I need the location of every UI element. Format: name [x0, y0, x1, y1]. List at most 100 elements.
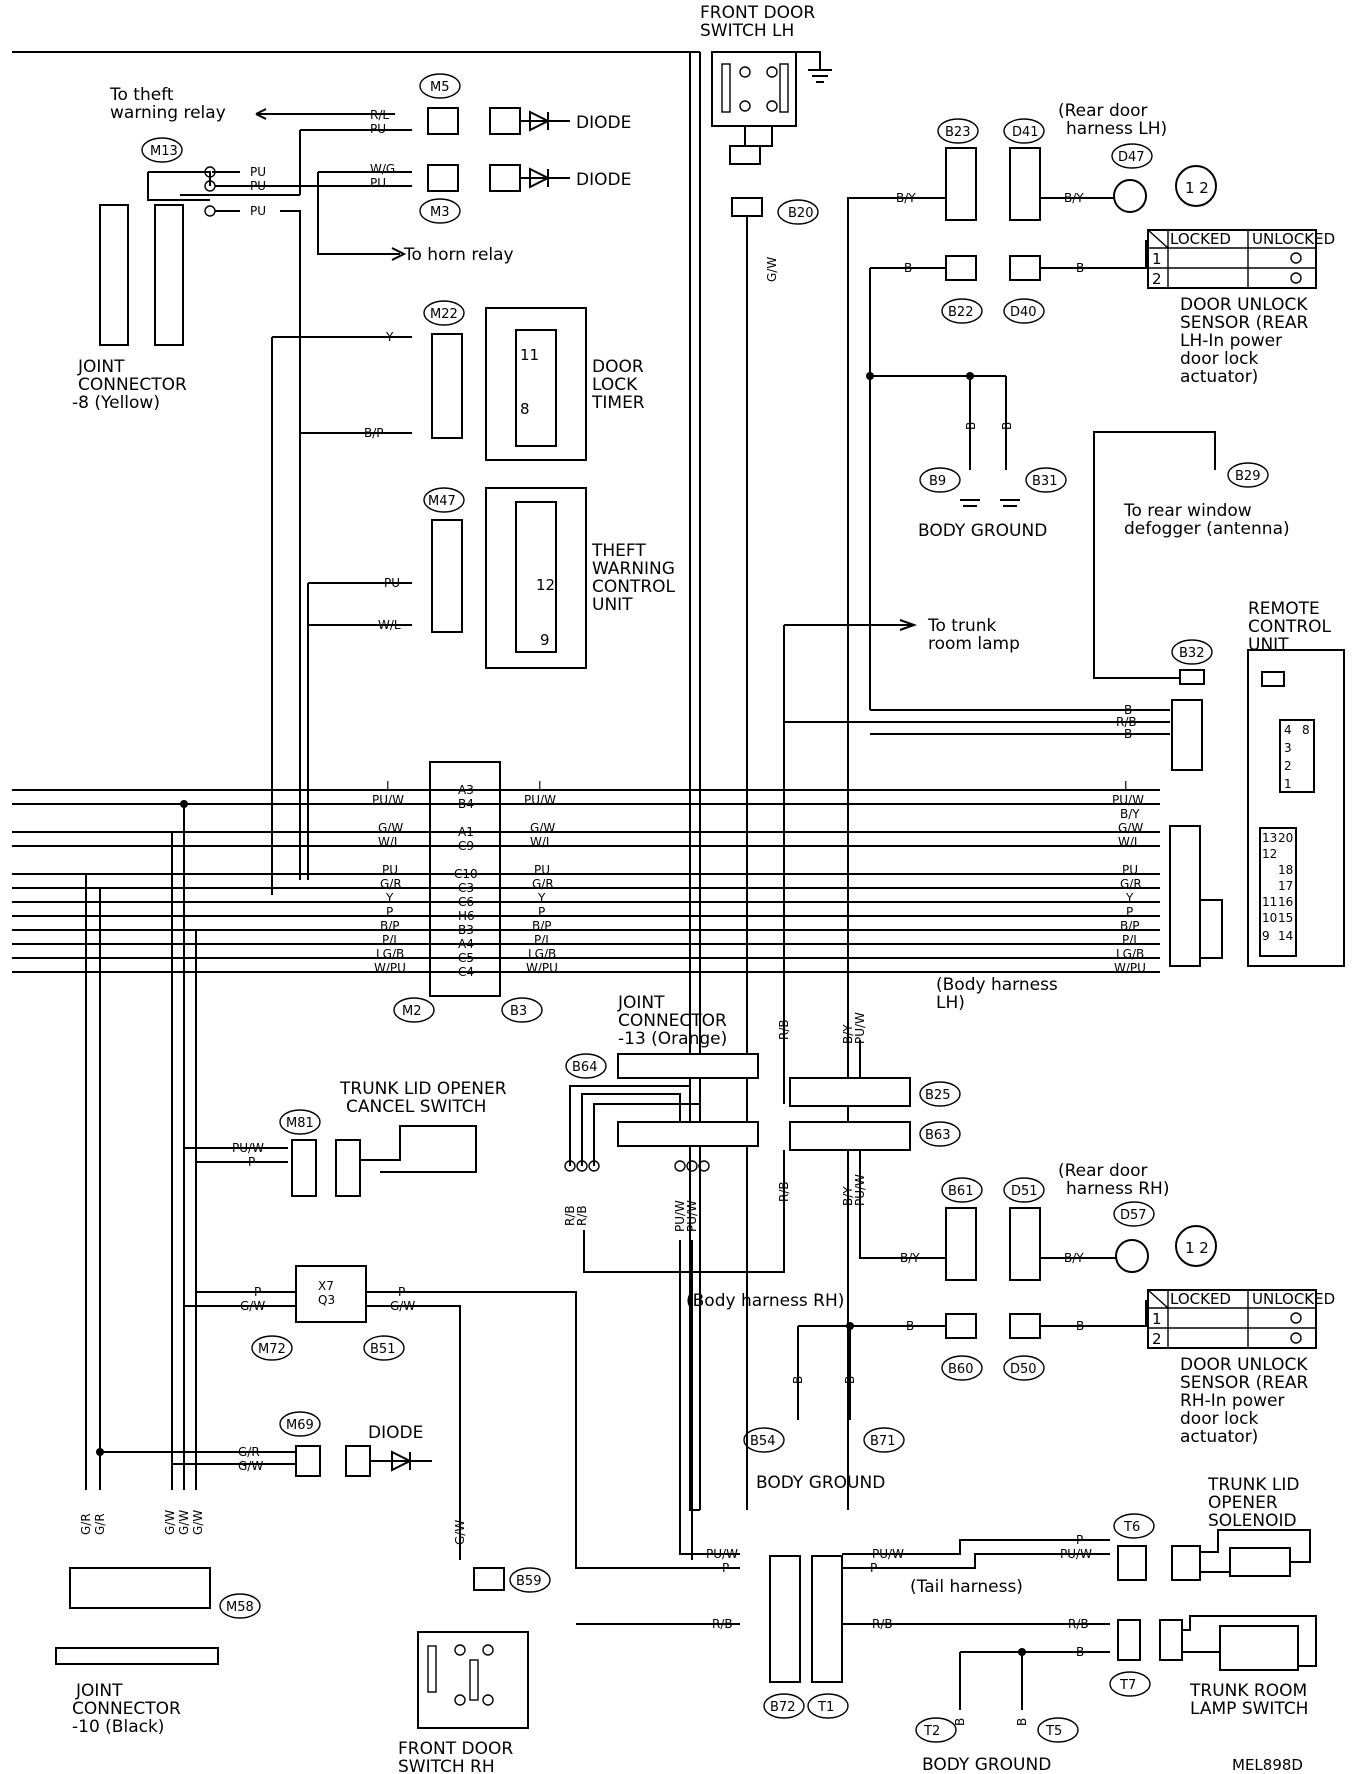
svg-text:13: 13	[1262, 831, 1277, 845]
svg-text:C3: C3	[458, 881, 474, 895]
svg-text:W/L: W/L	[378, 835, 401, 849]
svg-text:PU/W: PU/W	[524, 793, 556, 807]
svg-text:2: 2	[1152, 270, 1162, 288]
svg-text:R/B: R/B	[575, 1205, 589, 1226]
svg-text:C10: C10	[454, 867, 478, 881]
tag-b29: B29	[1235, 469, 1260, 484]
svg-text:14: 14	[1278, 929, 1293, 943]
svg-text:UNIT: UNIT	[592, 595, 633, 615]
joint-connector-8	[99, 204, 129, 346]
svg-text:17: 17	[1278, 879, 1293, 893]
svg-text:PU/W: PU/W	[1112, 793, 1144, 807]
svg-text:X7: X7	[318, 1279, 334, 1293]
tag-m22: M22	[430, 307, 458, 322]
harness-bus	[12, 789, 1160, 973]
svg-text:H6: H6	[458, 909, 475, 923]
tag-t5: T5	[1045, 1724, 1062, 1739]
tag-b22: B22	[948, 305, 973, 320]
svg-text:LOCKED: LOCKED	[1170, 230, 1231, 248]
svg-text:CONTROL: CONTROL	[1248, 617, 1332, 637]
door-lock-timer-label: DOOR	[592, 357, 644, 377]
front-door-switch-lh: FRONT DOOR SWITCH LH	[700, 3, 832, 1510]
tag-d47: D47	[1118, 150, 1145, 165]
svg-text:C9: C9	[458, 839, 474, 853]
svg-text:B/Y: B/Y	[1064, 191, 1084, 205]
tag-t1: T1	[817, 1700, 834, 1715]
svg-text:PU: PU	[370, 176, 386, 190]
svg-text:16: 16	[1278, 895, 1293, 909]
svg-text:PU/W: PU/W	[853, 1012, 867, 1044]
tag-m13: M13	[150, 144, 178, 159]
svg-text:W/PU: W/PU	[1114, 961, 1146, 975]
svg-text:P/L: P/L	[1122, 933, 1140, 947]
svg-text:G/R: G/R	[79, 1513, 93, 1535]
tag-t6: T6	[1123, 1520, 1140, 1535]
svg-text:18: 18	[1278, 863, 1293, 877]
tag-b3: B3	[510, 1004, 527, 1019]
svg-text:actuator): actuator)	[1180, 1427, 1258, 1447]
svg-text:PU/W: PU/W	[1060, 1547, 1092, 1561]
svg-text:P: P	[386, 905, 393, 919]
svg-text:PU: PU	[370, 122, 386, 136]
svg-text:UNLOCKED: UNLOCKED	[1252, 1290, 1335, 1308]
svg-text:R/B: R/B	[1068, 1617, 1089, 1631]
svg-text:W/PU: W/PU	[374, 961, 406, 975]
svg-text:1: 1	[1152, 1310, 1162, 1328]
svg-text:PU/W: PU/W	[232, 1141, 264, 1155]
svg-text:LOCK: LOCK	[592, 375, 638, 395]
tag-d41: D41	[1012, 125, 1039, 140]
svg-text:A4: A4	[458, 937, 474, 951]
svg-text:CANCEL SWITCH: CANCEL SWITCH	[346, 1097, 486, 1117]
svg-text:2: 2	[1152, 1330, 1162, 1348]
svg-text:WARNING: WARNING	[592, 559, 675, 579]
svg-text:PU: PU	[382, 863, 398, 877]
diode-label-m69: DIODE	[368, 1423, 423, 1443]
svg-text:G/W: G/W	[530, 821, 555, 835]
svg-text:B: B	[1015, 1718, 1029, 1726]
joint-connector-10	[55, 1647, 219, 1665]
diagram-code: MEL898D	[1232, 1756, 1303, 1774]
connector-b72	[769, 1555, 801, 1683]
connector-d50	[1009, 1313, 1041, 1339]
svg-text:L: L	[1124, 779, 1131, 793]
svg-text:R/B: R/B	[777, 1019, 791, 1040]
svg-text:G/W: G/W	[177, 1510, 191, 1535]
svg-text:P: P	[1126, 905, 1133, 919]
svg-text:12: 12	[1262, 847, 1277, 861]
svg-text:B: B	[904, 261, 912, 275]
svg-text:harness LH): harness LH)	[1066, 119, 1167, 139]
connector-d51	[1009, 1207, 1041, 1281]
tag-b71: B71	[870, 1434, 895, 1449]
tag-b61: B61	[948, 1184, 973, 1199]
theft-unit-label: THEFT	[591, 541, 646, 561]
svg-text:1 2: 1 2	[1185, 179, 1209, 197]
trunk-room-lamp-switch	[1219, 1625, 1299, 1671]
tag-m47: M47	[428, 494, 456, 509]
svg-text:B/Y: B/Y	[1120, 807, 1140, 821]
svg-text:9: 9	[540, 631, 550, 649]
svg-text:P/L: P/L	[534, 933, 552, 947]
svg-text:P: P	[1076, 1533, 1083, 1547]
svg-text:L: L	[386, 779, 393, 793]
tag-b23: B23	[945, 125, 970, 140]
svg-text:B/Y: B/Y	[1064, 1251, 1084, 1265]
svg-text:harness RH): harness RH)	[1066, 1179, 1169, 1199]
svg-text:B: B	[906, 1319, 914, 1333]
svg-text:20: 20	[1278, 831, 1293, 845]
svg-text:PU/W: PU/W	[706, 1547, 738, 1561]
svg-text:LG/B: LG/B	[1116, 947, 1144, 961]
tag-t7: T7	[1119, 1678, 1136, 1693]
svg-text:P: P	[722, 1561, 729, 1575]
sensor-lh-label: DOOR UNLOCK	[1180, 295, 1308, 315]
diode-label-m5: DIODE	[576, 113, 631, 133]
body-ground-label-3: BODY GROUND	[922, 1755, 1051, 1774]
svg-text:CONNECTOR: CONNECTOR	[72, 1699, 181, 1719]
svg-text:G/W: G/W	[238, 1459, 263, 1473]
tag-m2: M2	[402, 1004, 422, 1019]
svg-text:B3: B3	[458, 923, 474, 937]
svg-text:W/G: W/G	[370, 162, 395, 176]
connector-b64	[617, 1053, 759, 1079]
tag-b64: B64	[572, 1060, 597, 1075]
svg-text:1: 1	[1152, 250, 1162, 268]
